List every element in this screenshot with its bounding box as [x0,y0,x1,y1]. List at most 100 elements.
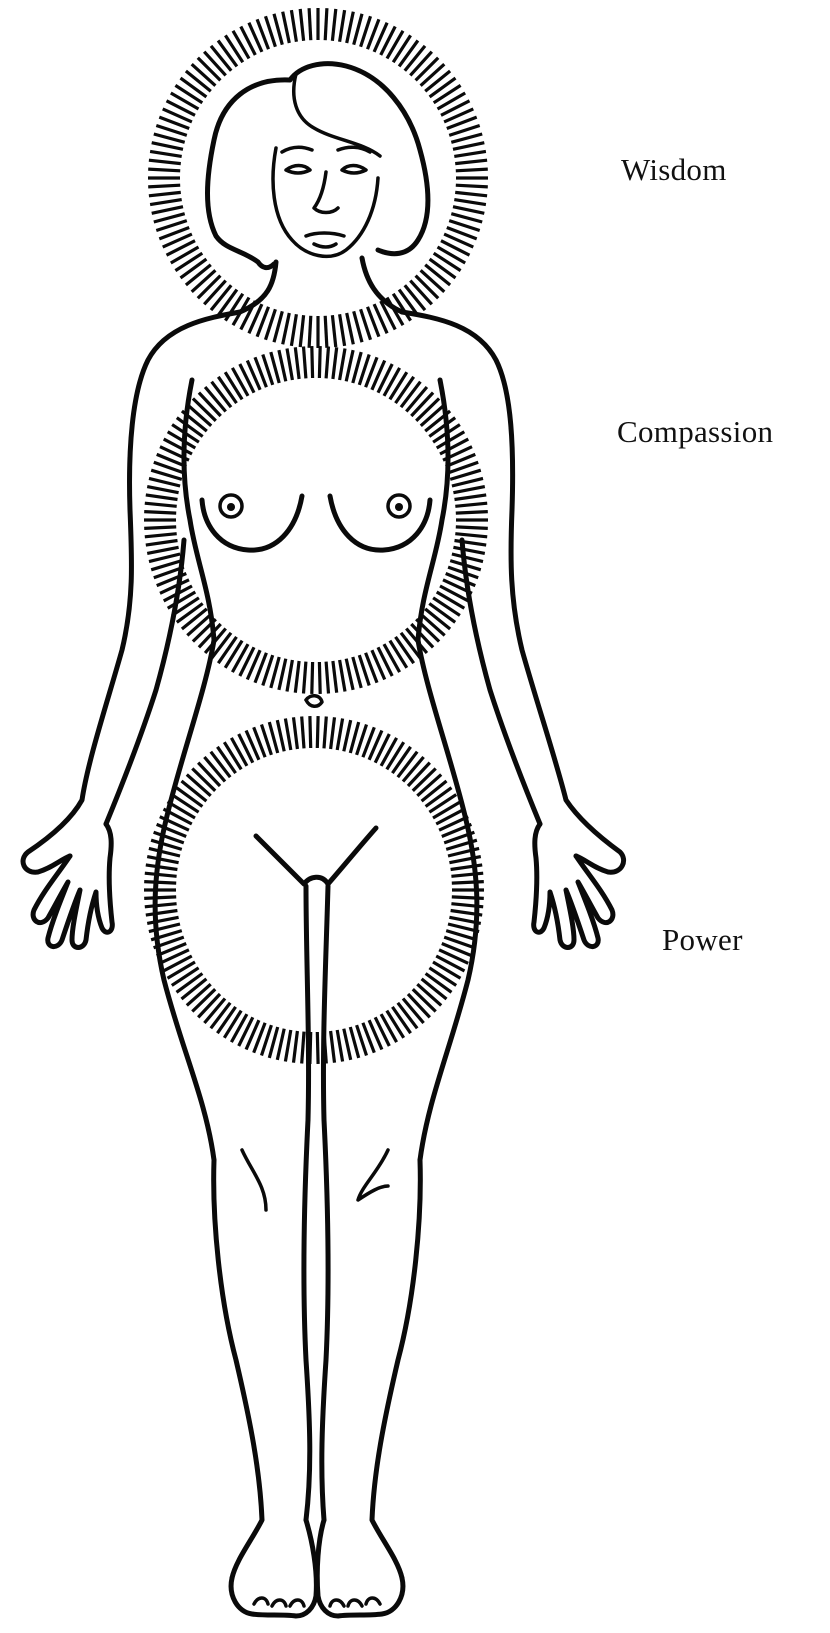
halo-ray [199,624,221,647]
halo-ray [401,382,420,408]
halo-ray [172,968,199,986]
halo-ray [231,1014,247,1042]
halo-ray [381,1014,397,1042]
halo-ray [332,9,335,41]
halo-ray [186,71,211,91]
halo-ray [177,418,203,437]
halo-ray [145,904,177,907]
halo-ray [177,788,203,807]
halo-ray [300,315,303,347]
halo-ray [181,78,207,97]
halo-ray [403,999,424,1024]
halo-ray [384,644,400,672]
halo-ray [146,495,178,500]
halo-ray [192,270,216,292]
halo-ray [451,214,482,222]
halo-ray [451,873,483,876]
halo-ray [186,265,211,285]
halo-ray [452,478,483,486]
halo-ray [287,349,292,381]
halo-ray [144,897,176,899]
body-outline [23,64,624,1616]
halo-ray [405,285,425,310]
halo-ray [429,418,455,437]
halo-ray [277,720,284,751]
halo-ray [430,78,456,97]
halo-ray [146,541,178,546]
halo-ray [437,592,465,608]
halo-ray [422,979,447,999]
halo-ray [347,12,354,43]
halo-ray [148,169,180,171]
halo-ray [384,368,400,396]
left-toes [254,1598,304,1606]
halo-ray [211,46,231,71]
halo-ray [204,281,226,305]
halo-ray [331,1031,335,1063]
halo-ray [294,1031,298,1063]
halo-ray [287,660,292,692]
compassion-halo [144,346,488,694]
halo-ray [452,882,484,884]
halo-ray [456,512,488,513]
halo-ray [454,200,486,205]
halo-ray [426,974,452,993]
halo-ray [295,661,299,693]
halo-ray [453,487,484,493]
halo-ray [429,604,455,623]
halo-ray [204,52,226,76]
halo-ray [279,350,286,381]
halo-ray [187,405,211,426]
halo-ray [187,775,211,796]
halo-ray [146,911,178,916]
halo-ray [310,716,311,748]
halo-ray [405,46,425,71]
halo-ray [145,873,177,876]
halo-ray [411,393,433,416]
halo-ray [152,207,183,214]
halo-ray [453,143,484,150]
halo-ray [309,316,311,348]
halo-ray [187,614,211,635]
halo-ray [274,14,282,45]
inner-legs [304,886,328,1520]
pelvis-lines [256,828,376,884]
halo-ray [410,52,432,76]
left-knee [242,1150,266,1210]
halo-ray [354,311,362,342]
halo-ray [392,1007,410,1033]
halo-ray [399,41,418,67]
halo-ray [347,313,354,344]
halo-ray [413,989,436,1011]
halo-ray [317,716,318,748]
halo-ray [326,662,328,694]
halo-ray [198,763,220,786]
halo-ray [456,169,488,171]
halo-ray [212,382,231,408]
halo-ray [456,185,488,187]
halo-ray [279,659,286,690]
halo-ray [192,64,216,86]
halo-ray [406,387,427,412]
halo-ray [218,637,236,663]
halo-ray [416,276,439,299]
halo-ray [144,512,176,513]
halo-ray [421,270,445,292]
right-breast [330,496,430,550]
right-eye [342,166,366,174]
halo-ray [455,541,487,546]
halo-ray [390,641,407,668]
right-toes [330,1598,380,1606]
halo-ray [429,968,456,986]
halo-ray [147,547,178,553]
halo-ray [232,644,248,672]
left-eye [286,166,310,174]
halo-ray [147,917,178,923]
halo-ray [398,1003,417,1029]
halo-ray [149,160,181,163]
halo-ray [430,259,456,278]
right-nipple-center [395,503,403,511]
halo-ray [392,747,410,773]
halo-ray [291,314,296,346]
halo-ray [455,192,487,195]
